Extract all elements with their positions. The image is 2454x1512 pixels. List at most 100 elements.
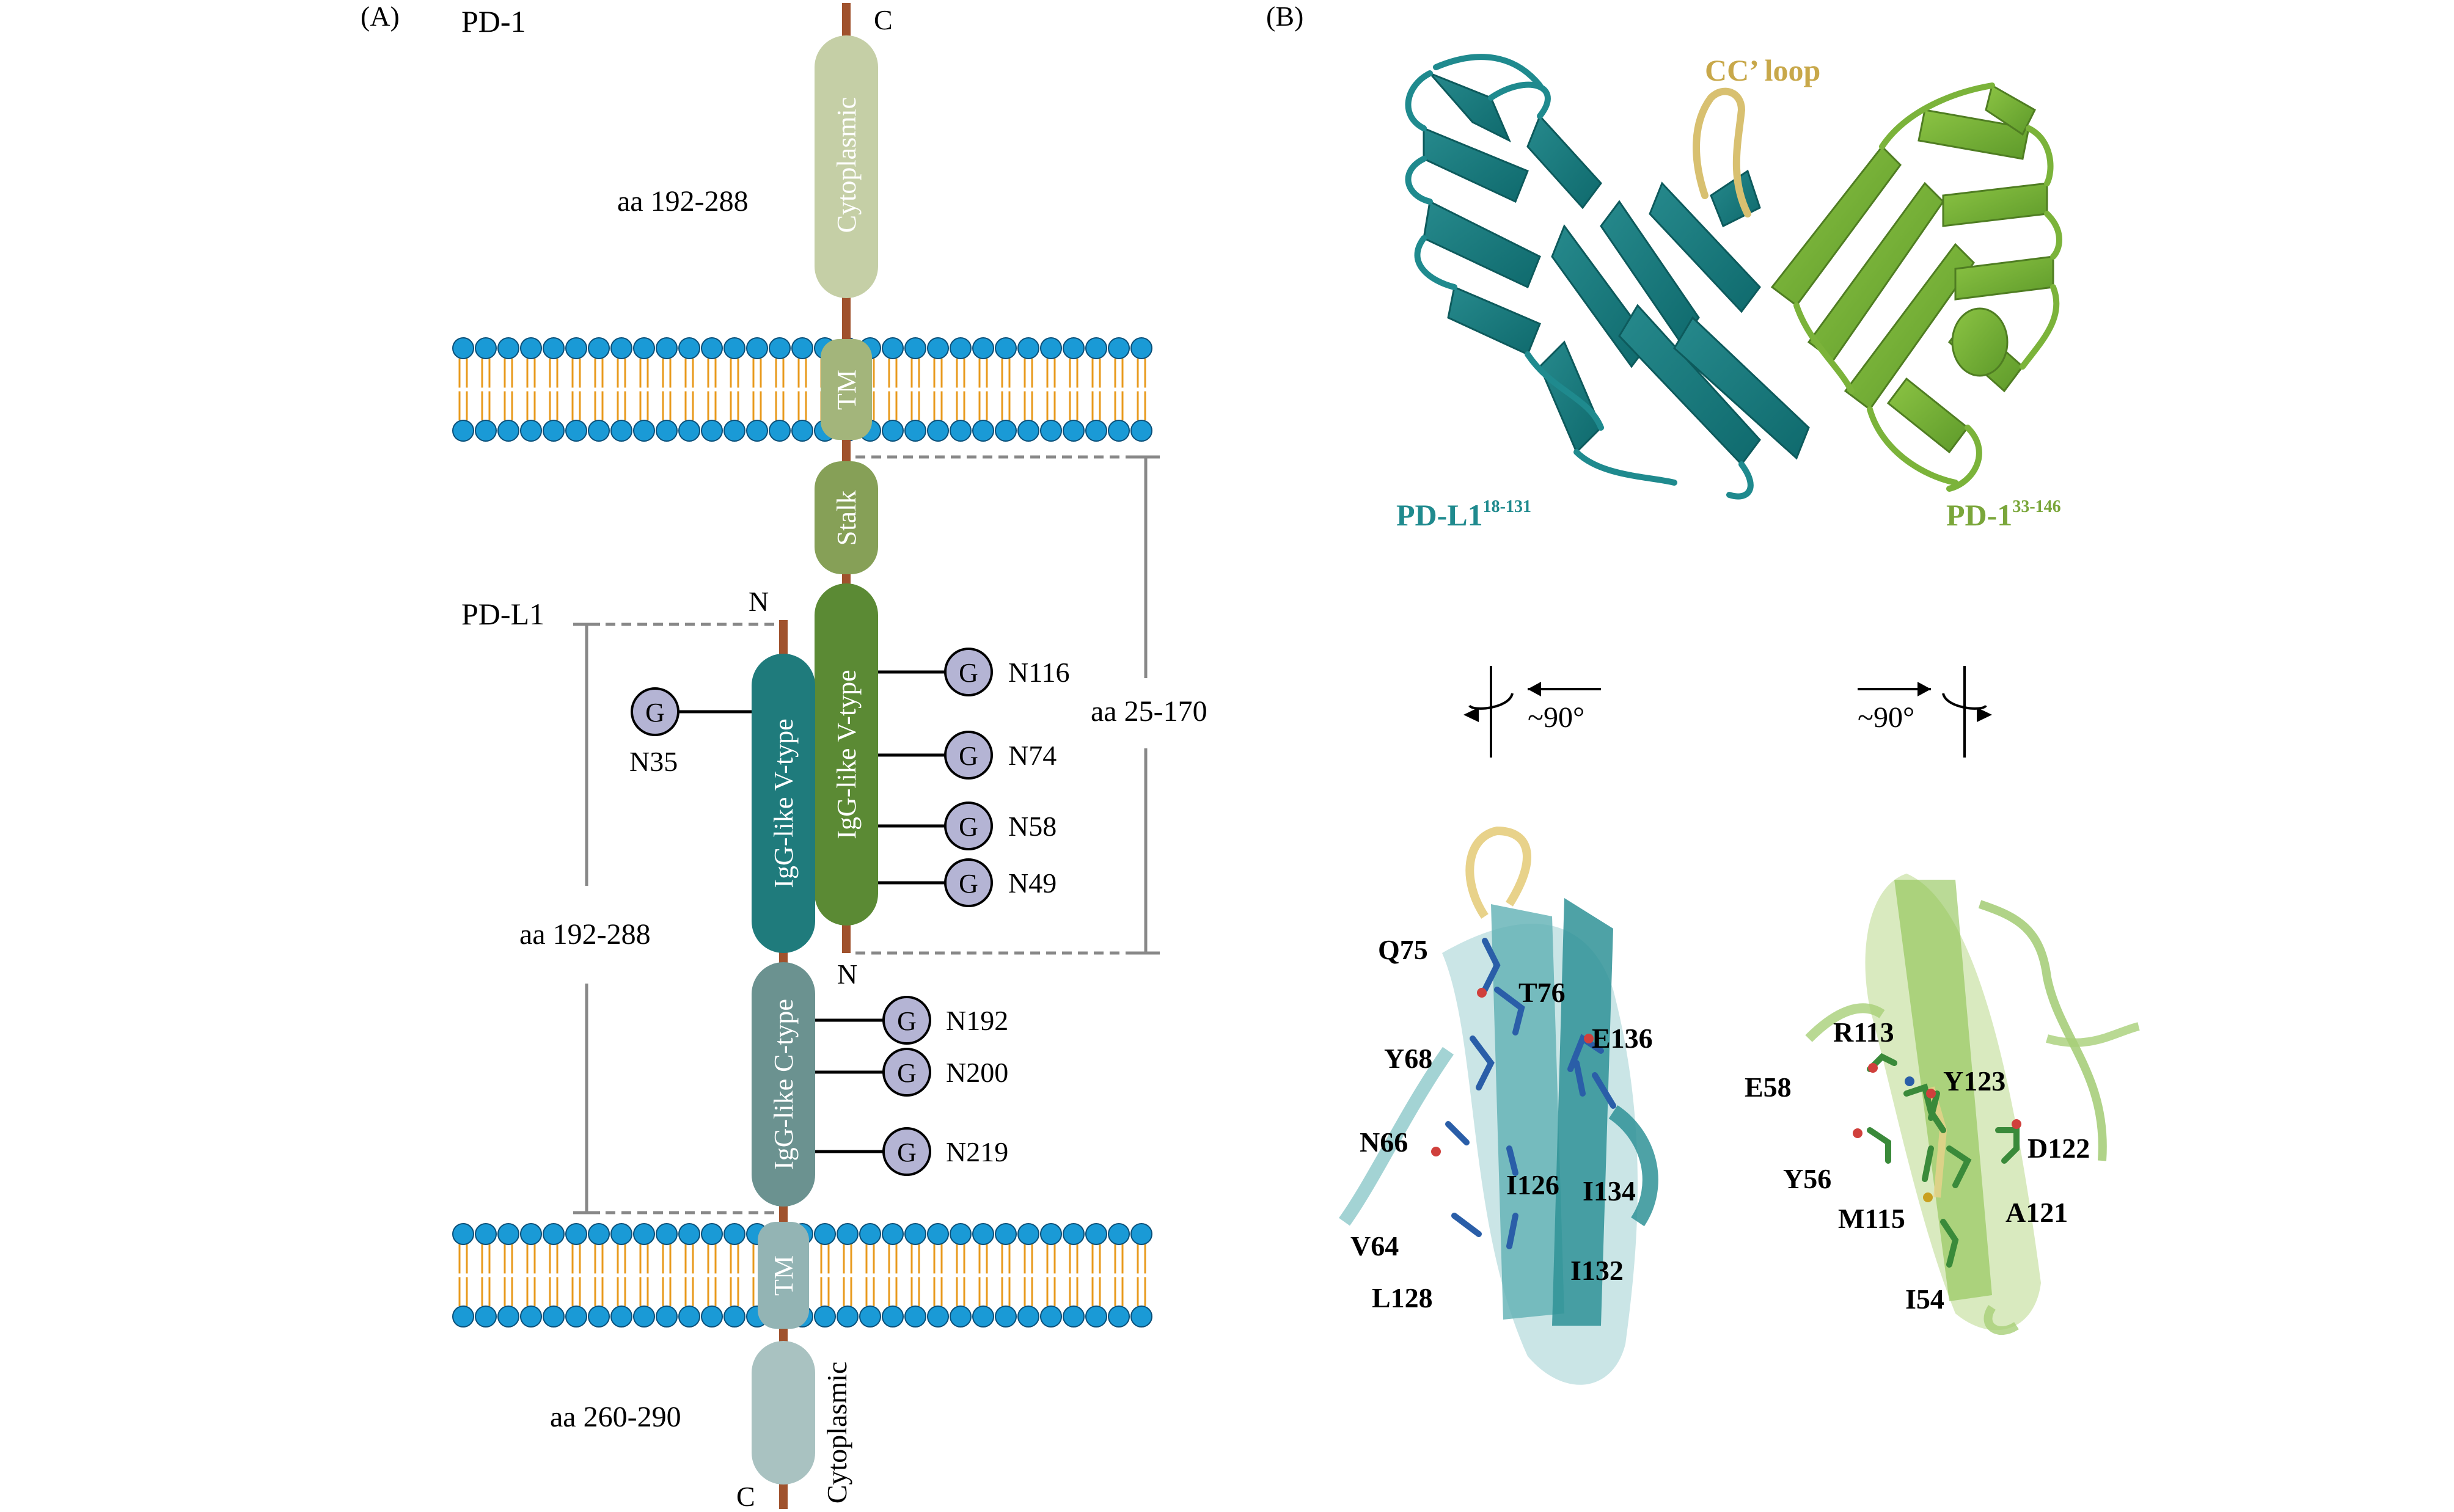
pdl1-igg-v-domain — [752, 654, 815, 953]
lipid-head — [656, 337, 678, 359]
lipid-head — [791, 420, 813, 442]
pd1-title: PD-1 — [461, 4, 526, 38]
pd1-protein: C Cytoplasmic aa 192-288 TM Stalk IgG-li… — [617, 3, 1207, 990]
lipid-head — [1108, 420, 1130, 442]
membrane-top — [452, 337, 1152, 442]
glycan-symbol: G — [959, 812, 978, 842]
panel-b: (B) — [1266, 1, 2140, 1385]
pdl1-igg-v-label: IgG-like V-type — [769, 718, 799, 888]
pdl1-structure-name: PD-L1 — [1396, 498, 1483, 532]
lipid-head — [1130, 1223, 1152, 1245]
glycan-symbol: G — [897, 1058, 917, 1088]
pd1-cytoplasmic-range: aa 192-288 — [617, 185, 749, 217]
lipid-head — [610, 1223, 632, 1245]
lipid-head — [1017, 337, 1039, 359]
lipid-head — [701, 420, 723, 442]
lipid-head — [995, 1223, 1017, 1245]
pd1-structure-label: PD-133-146 — [1946, 497, 2061, 532]
lipid-head — [475, 420, 497, 442]
glycan-site-label: N35 — [629, 746, 678, 777]
lipid-head — [882, 337, 904, 359]
pdl1-interface-view — [1339, 826, 1658, 1385]
lipid-head — [1130, 337, 1152, 359]
rotation-left: ~90° — [1463, 666, 1601, 758]
pdl1-extracellular-range: aa 192-288 — [519, 918, 651, 951]
lipid-head — [904, 1306, 926, 1328]
glycan-site-label: N49 — [1008, 867, 1057, 899]
lipid-head — [452, 1223, 474, 1245]
pd1-ribbon — [1770, 84, 2054, 454]
lipid-head — [701, 1223, 723, 1245]
lipid-head — [565, 1223, 587, 1245]
lipid-head — [588, 337, 610, 359]
glycan-icon — [882, 1127, 931, 1176]
pdl1-glycan-n200: G N200 — [815, 1048, 1008, 1097]
glycan-icon — [944, 648, 993, 696]
lipid-head — [633, 1223, 655, 1245]
lipid-head — [565, 1306, 587, 1328]
glycan-icon — [882, 1048, 931, 1097]
lipid-head — [1085, 1223, 1107, 1245]
lipid-head — [769, 420, 791, 442]
residue-label: Y68 — [1384, 1043, 1432, 1074]
pd1-igg-v-domain — [815, 583, 878, 926]
lipid-head — [1108, 1223, 1130, 1245]
pdl1-tm-label: TM — [769, 1255, 799, 1296]
lipid-head — [723, 337, 745, 359]
lipid-head — [723, 420, 745, 442]
pd1-loops — [1793, 82, 2062, 492]
lipid-head — [520, 420, 542, 442]
lipid-head — [565, 420, 587, 442]
residue-label: Y56 — [1783, 1163, 1831, 1194]
lipid-head — [678, 1306, 700, 1328]
lipid-head — [1085, 420, 1107, 442]
residue-label: V64 — [1350, 1230, 1399, 1262]
glycan-site-label: N74 — [1008, 740, 1057, 771]
pdl1-glycan-n219: G N219 — [815, 1127, 1008, 1176]
pd1-igg-v-label: IgG-like V-type — [832, 670, 862, 839]
complex-structure — [1405, 54, 2062, 500]
lipid-head — [497, 420, 519, 442]
residue-label: E136 — [1592, 1023, 1653, 1054]
pdl1-tm-domain — [758, 1222, 809, 1329]
lipid-head — [814, 1306, 836, 1328]
lipid-head — [1040, 337, 1062, 359]
pdl1-ribbon — [1423, 72, 1810, 466]
pdl1-c-terminus: C — [736, 1481, 755, 1512]
glycan-site-label: N200 — [946, 1057, 1008, 1088]
pd1-tm-label: TM — [832, 370, 862, 410]
glycan-symbol: G — [959, 869, 978, 899]
cc-loop — [1693, 87, 1751, 217]
lipid-head — [1063, 420, 1085, 442]
lipid-head — [723, 1306, 745, 1328]
panel-a-label: (A) — [361, 1, 400, 32]
pdl1-igg-c-domain — [752, 962, 815, 1207]
lipid-head — [610, 420, 632, 442]
glycan-icon — [882, 996, 931, 1045]
lipid-head — [859, 1306, 881, 1328]
lipid-head — [837, 1223, 859, 1245]
pdl1-glycan-n192: G N192 — [815, 996, 1008, 1045]
residue-label: E58 — [1745, 1072, 1792, 1103]
pd1-structure-name: PD-1 — [1946, 498, 2012, 532]
residue-label: Q75 — [1378, 934, 1428, 965]
lipid-head — [1040, 420, 1062, 442]
pdl1-igg-c-label: IgG-like C-type — [769, 999, 799, 1170]
lipid-head — [452, 337, 474, 359]
pd1-stalk-domain — [815, 461, 878, 574]
lipid-head — [588, 1306, 610, 1328]
glycan-site-label: N192 — [946, 1005, 1008, 1036]
lipid-head — [927, 420, 949, 442]
glycan-icon — [944, 731, 993, 780]
lipid-head — [520, 337, 542, 359]
glycan-icon — [631, 687, 679, 736]
lipid-head — [678, 1223, 700, 1245]
lipid-head — [1063, 1223, 1085, 1245]
lipid-head — [882, 1306, 904, 1328]
glycan-symbol: G — [959, 658, 978, 688]
lipid-head — [904, 337, 926, 359]
lipid-head — [1130, 420, 1152, 442]
pd1-structure-range: 33-146 — [2012, 497, 2060, 516]
residue-label: I126 — [1506, 1169, 1559, 1200]
lipid-head — [995, 337, 1017, 359]
